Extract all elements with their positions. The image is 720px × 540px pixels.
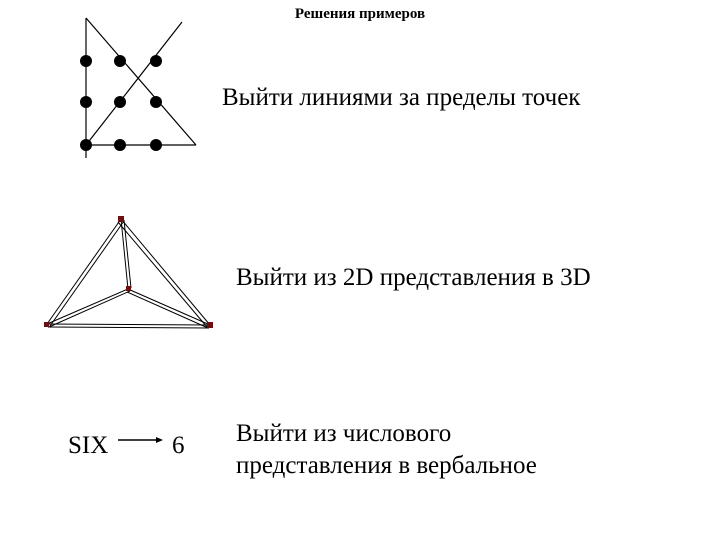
slide-title: Решения примеров — [294, 6, 426, 22]
solution-line-diagonal-up — [85, 21, 183, 146]
example-1-caption: Выйти линиями за пределы точек — [222, 84, 581, 111]
edge-left-center — [48, 290, 131, 328]
edge-left-center — [46, 288, 129, 325]
dot — [80, 55, 92, 67]
edge-apex-left — [46, 218, 122, 325]
edge-center-right — [127, 288, 211, 326]
dot — [150, 139, 162, 151]
tetrahedron-vertices — [44, 216, 213, 328]
vertex-center — [126, 286, 131, 291]
dot — [150, 55, 162, 67]
vertex-right — [207, 322, 213, 328]
edge-apex-left — [49, 220, 125, 327]
nine-dots-grid — [80, 55, 162, 151]
dot — [114, 96, 126, 108]
dot — [80, 139, 92, 151]
nine-dots-solution-lines — [85, 17, 197, 158]
word-six: SIX — [68, 432, 109, 459]
example-3-caption-line-1: Выйти из числового — [236, 420, 452, 447]
example-2-caption: Выйти из 2D представления в 3D — [236, 264, 591, 291]
edge-apex-right — [120, 218, 211, 326]
conversion-arrow — [118, 437, 163, 443]
edge-apex-center — [120, 218, 129, 290]
edge-apex-center — [123, 219, 132, 289]
edge-center-right — [126, 291, 209, 329]
vertex-apex — [118, 216, 124, 222]
dot — [114, 139, 126, 151]
dot — [80, 96, 92, 108]
edge-left-right — [46, 323, 211, 326]
dot — [114, 55, 126, 67]
dot — [150, 96, 162, 108]
edge-left-right — [47, 326, 210, 329]
tetrahedron-edges — [46, 218, 211, 329]
example-3-caption: Выйти из числового представления в верба… — [236, 418, 656, 482]
solution-line-diagonal-down — [85, 17, 197, 146]
example-3-caption-line-2: представления в вербальное — [236, 452, 537, 479]
edge-apex-right — [117, 221, 208, 328]
tetrahedron-diagram — [44, 216, 213, 329]
vertex-left — [44, 322, 49, 327]
number-six: 6 — [172, 432, 185, 459]
arrow-head-icon — [156, 437, 163, 443]
